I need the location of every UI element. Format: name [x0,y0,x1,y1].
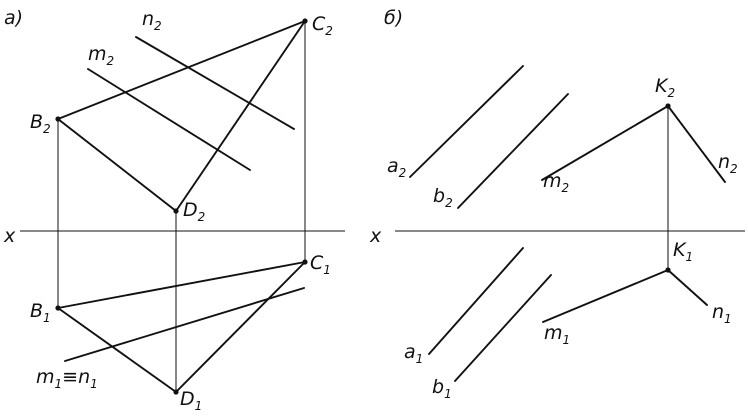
label-k2: K2 [655,75,675,100]
point-b1 [55,305,61,311]
label-c2: C2 [312,13,333,38]
line-m2b [541,105,669,181]
label-m1n1: m1≡n1 [36,366,98,391]
segment-b1c1 [57,261,306,309]
line-n2b [667,105,726,183]
label-m2b: m2 [543,170,569,195]
panel-a-axis-label: x [3,225,16,247]
label-b2: B2 [30,111,51,136]
label-a1: a1 [404,341,423,366]
line-b1 [454,274,552,382]
label-a2: a2 [387,155,406,180]
label-k1: K1 [673,239,693,264]
panel-a: а) x C2 B2 D2 C1 B1 D1 [3,7,345,413]
line-m2 [87,68,251,171]
point-d1 [173,389,179,395]
label-d2: D2 [183,199,205,224]
point-d2 [173,208,179,214]
label-d1: D1 [180,388,202,413]
panel-b: б) x K2 K1 a2 b2 m2 n2 a1 b1 m1 n1 [369,7,745,401]
label-m1b: m1 [544,322,570,347]
panel-b-axis-label: x [369,225,382,247]
panel-b-title: б) [384,7,403,29]
panel-a-title: а) [4,7,23,29]
point-k2 [665,103,671,109]
segment-b2d2 [57,118,177,212]
point-c1 [302,259,308,265]
label-n2: n2 [142,8,162,33]
line-a2 [409,65,524,178]
segment-b2c2 [57,20,306,120]
label-c1: C1 [310,252,331,277]
label-b2: b2 [433,185,453,210]
point-b2 [55,116,61,122]
point-c2 [302,18,308,24]
line-n2 [135,36,295,130]
label-b1: B1 [30,300,51,325]
label-n1b: n1 [712,301,732,326]
point-k1 [665,267,671,273]
segment-b1d1 [57,307,177,393]
segment-c2d2 [175,20,306,212]
line-a1 [428,247,524,355]
line-m1n1 [64,287,305,362]
line-n1b [667,269,708,306]
line-m1b [542,269,669,323]
label-n2b: n2 [718,151,738,176]
segment-c1d1 [175,261,306,393]
label-b1: b1 [432,376,452,401]
label-m2: m2 [88,43,114,68]
line-b2 [457,93,569,209]
